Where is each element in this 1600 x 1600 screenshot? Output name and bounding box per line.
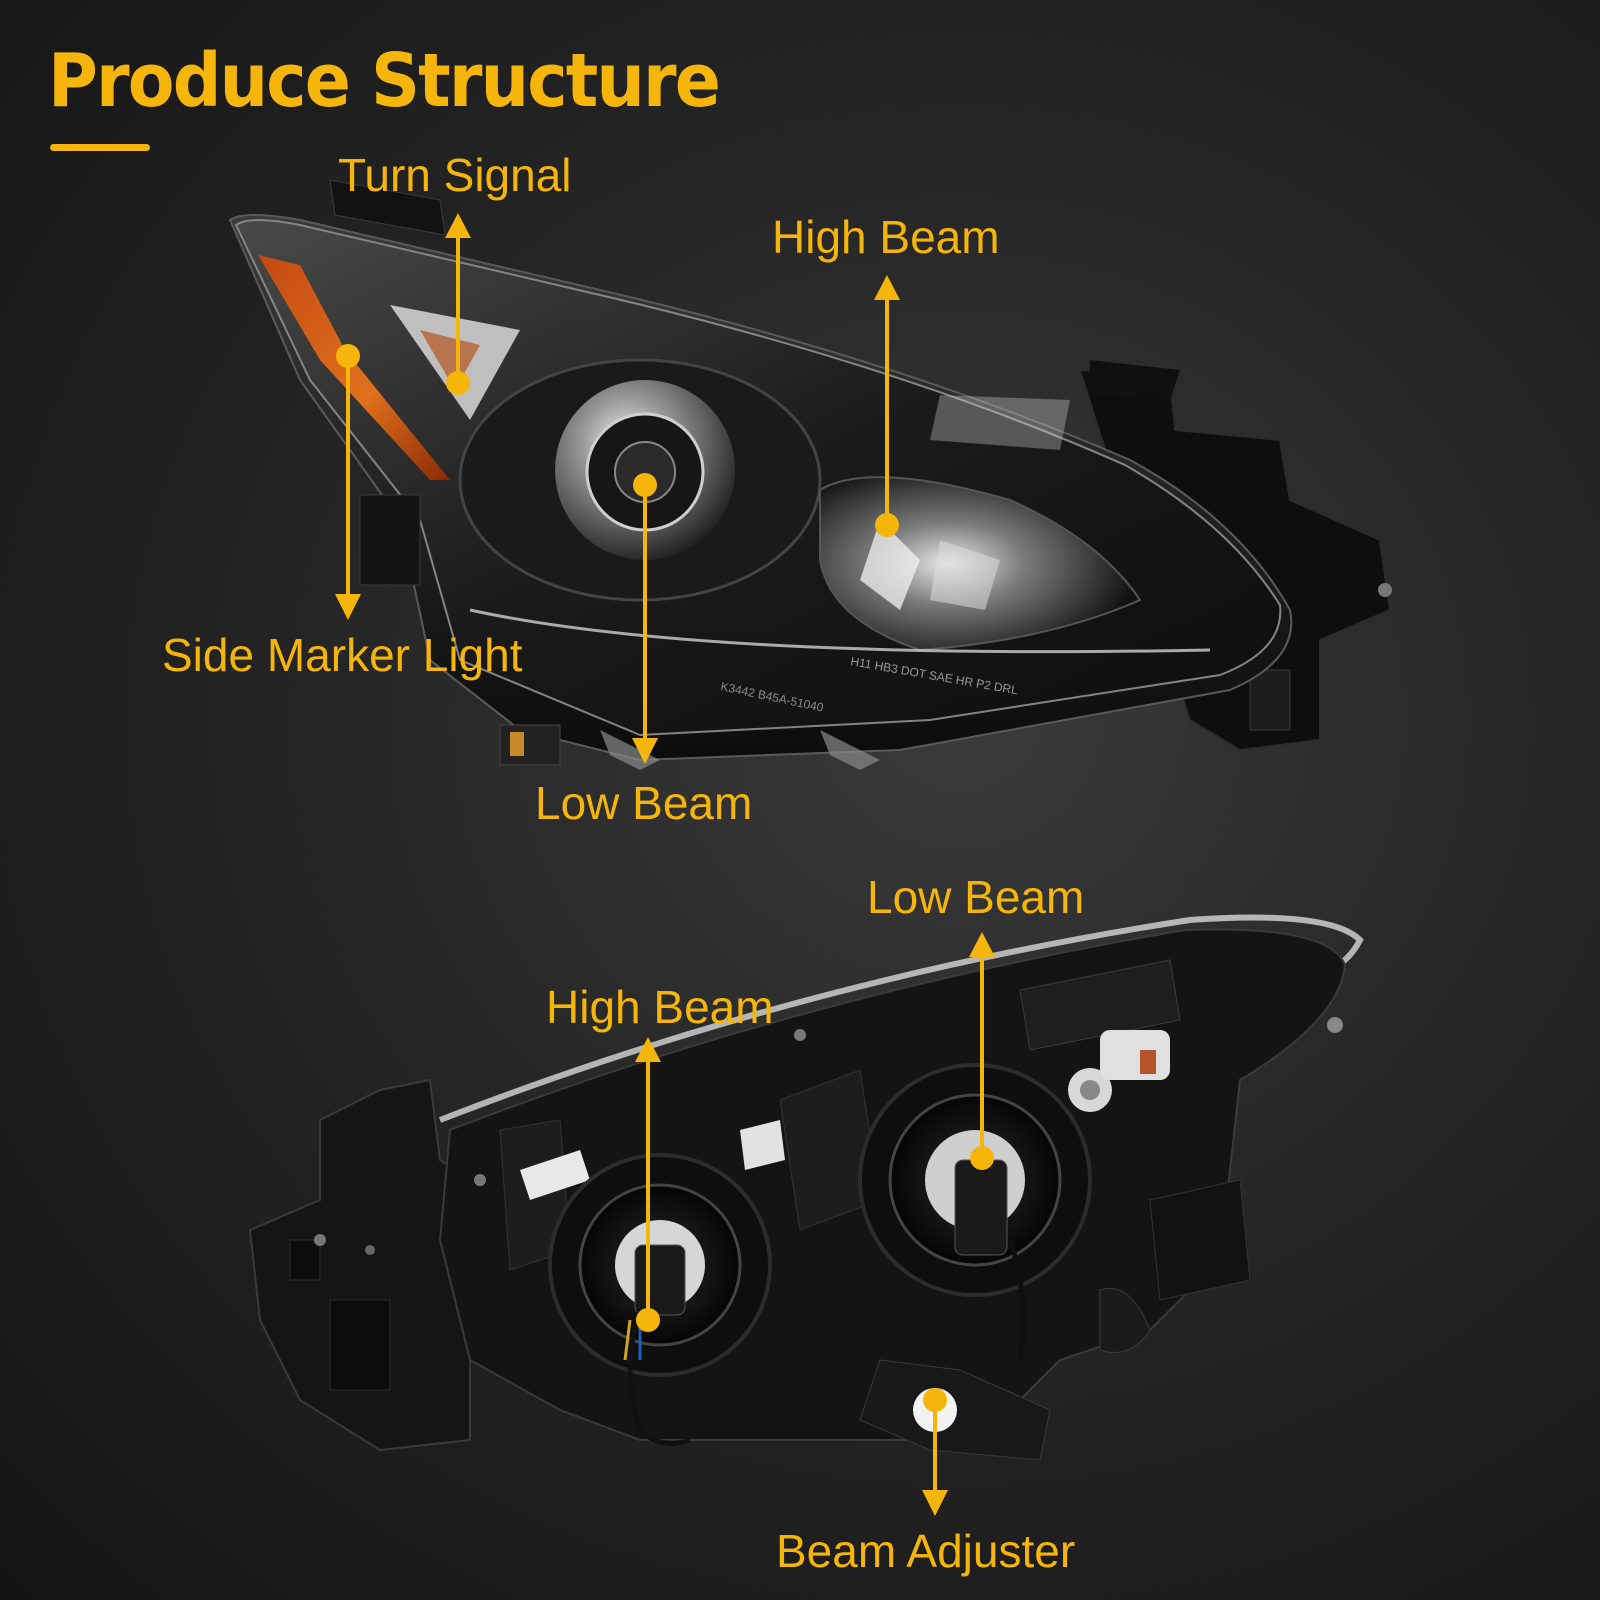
low-beam-rear-arrow — [969, 932, 995, 1170]
turn-signal-arrow — [445, 213, 471, 395]
rear-headlight — [248, 914, 1364, 1461]
front-headlight: H11 HB3 DOT SAE HR P2 DRL K3442 B45A-510… — [228, 179, 1392, 770]
high-beam-rear-arrow — [635, 1037, 661, 1332]
beam-adjuster-arrow — [922, 1388, 948, 1516]
low-beam-front-arrow — [632, 473, 658, 764]
high-beam-rear-label: High Beam — [546, 981, 774, 1033]
page-title: Produce Structure — [48, 38, 721, 124]
beam-adjuster-label: Beam Adjuster — [776, 1525, 1076, 1577]
title-underline — [50, 144, 150, 151]
side-marker-arrow — [335, 344, 361, 620]
high-beam-front-arrow — [874, 275, 900, 537]
low-beam-rear-label: Low Beam — [867, 871, 1085, 923]
low-beam-front-label: Low Beam — [535, 777, 753, 829]
side-marker-light-label: Side Marker Light — [162, 629, 523, 681]
turn-signal-label: Turn Signal — [338, 149, 572, 201]
high-beam-front-label: High Beam — [772, 211, 1000, 263]
